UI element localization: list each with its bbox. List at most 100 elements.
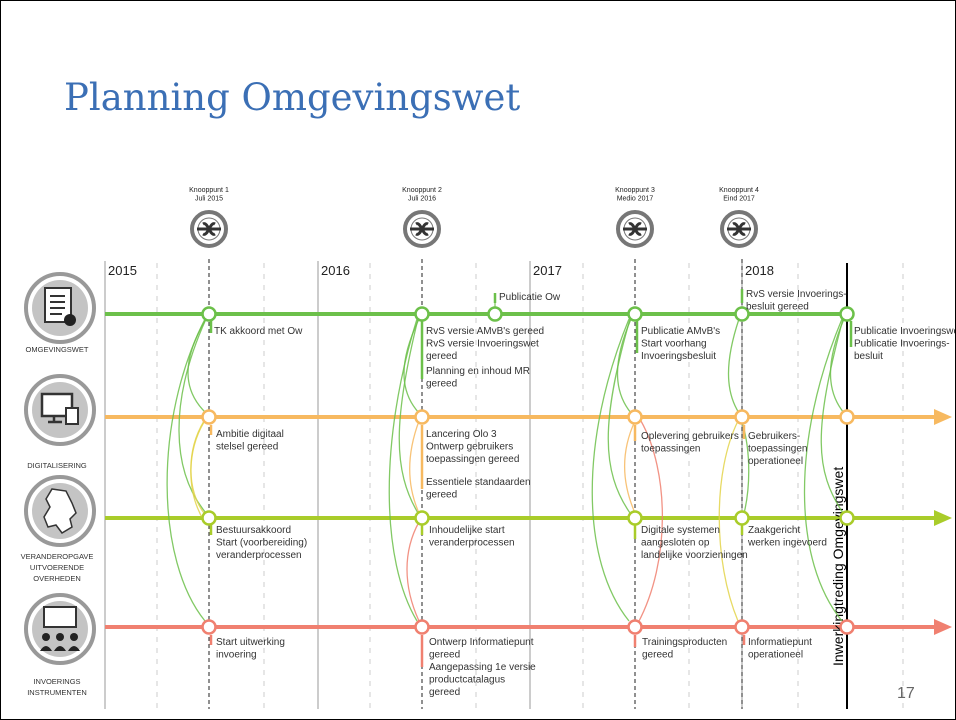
track-milestone-dot <box>627 306 643 322</box>
milestone-label-line: Eind 2017 <box>723 196 755 203</box>
annotation-lancering-line: Ontwerp gebruikers <box>426 442 513 453</box>
year-label: 2018 <box>745 263 774 278</box>
connector-arrow <box>398 318 419 514</box>
annotation-zaakgericht: Zaakgericht werken ingevoerd <box>747 525 827 549</box>
track-milestone-dot <box>839 409 855 425</box>
connector-arrow <box>616 318 632 414</box>
annotation-rvs-invoeringsbesluit-line: besluit gereed <box>746 302 809 313</box>
annotation-essentiele-line: Essentiele standaarden <box>426 477 531 488</box>
annotation-gebruikers-line: toepassingen <box>748 444 808 455</box>
track-milestone-dot <box>487 306 503 322</box>
annotation-trainingsproducten-line: gereed <box>642 650 673 661</box>
annotation-planning-mr-line: gereed <box>426 379 457 390</box>
annotation-oplevering-line: toepassingen <box>641 444 701 455</box>
annotation-ontwerp-informatiepunt-line: gereed <box>429 650 460 661</box>
track-label-veranderopgave-line: UITVOERENDE <box>30 563 84 572</box>
annotation-rvs-amvb-line: RvS versie AMvB's gereed <box>426 326 544 337</box>
annotation-oplevering-line: Oplevering gebruikers <box>641 431 739 442</box>
annotation-publicatie-invoeringswet-line: besluit <box>854 351 883 362</box>
devices-icon <box>24 374 96 446</box>
annotation-rvs-invoeringsbesluit: RvS versie Invoerings-besluit gereed <box>746 289 847 313</box>
annotation-bestuursakkoord-line: Bestuursakkoord <box>216 525 291 536</box>
document-stamp-icon <box>24 272 96 344</box>
track-milestone-dot <box>839 510 855 526</box>
track-milestone-dot <box>839 619 855 635</box>
annotation-publicatie-invoeringswet-line: Publicatie Invoeringswet <box>854 326 955 337</box>
milestone-label-line: Knooppunt 3 <box>615 187 655 194</box>
track-milestone-dot <box>734 409 750 425</box>
track-milestone-dot <box>414 619 430 635</box>
track-milestone-dot <box>734 619 750 635</box>
connector-arrow <box>727 318 740 414</box>
track-milestone-dot <box>201 619 217 635</box>
connector-arrow <box>166 318 206 622</box>
year-label: 2015 <box>108 263 137 278</box>
annotation-zaakgericht-line: Zaakgericht <box>748 525 800 536</box>
track-milestone-dot <box>734 510 750 526</box>
year-label: 2016 <box>321 263 350 278</box>
netherlands-map-icon <box>24 475 96 547</box>
annotation-bestuursakkoord-line: veranderprocessen <box>216 550 302 561</box>
knot-icon-knot <box>197 222 221 236</box>
annotation-publicatie-ow: Publicatie Ow <box>499 292 561 303</box>
page-number: 17 <box>897 685 915 702</box>
annotation-oplevering: Oplevering gebruikers toepassingen <box>641 431 739 455</box>
connector-arrow <box>403 318 420 414</box>
knot-icon <box>616 210 654 248</box>
annotation-aanpassing-line: gereed <box>429 687 460 698</box>
connector-arrow <box>820 318 844 514</box>
track-milestone-dot <box>414 306 430 322</box>
track-arrow-icon <box>934 409 952 425</box>
knot-icon <box>720 210 758 248</box>
connector-arrow <box>607 318 631 514</box>
annotation-publicatie-amvb-line: Invoeringsbesluit <box>641 351 716 362</box>
connector-arrow <box>623 420 636 514</box>
track-milestone-dot <box>839 306 855 322</box>
connector-arrow <box>190 421 205 522</box>
knot-icon-knot <box>623 222 647 236</box>
track-milestone-dot <box>627 409 643 425</box>
slide-title: Planning Omgevingswet <box>64 76 521 119</box>
track-milestone-dot <box>414 409 430 425</box>
annotation-planning-mr: Planning en inhoud MR gereed <box>426 366 530 390</box>
annotation-publicatie-amvb-line: Publicatie AMvB's <box>641 326 720 337</box>
track-label-invoeringsinstrumenten-line: INSTRUMENTEN <box>27 688 87 697</box>
milestone-label-line: Knooppunt 1 <box>189 187 229 194</box>
annotation-essentiele: Essentiele standaarden gereed <box>426 477 531 501</box>
milestone-label-line: Juli 2015 <box>195 196 223 203</box>
annotation-rvs-invoeringsbesluit-line: RvS versie Invoerings- <box>746 289 847 300</box>
milestone-label: Knooppunt 1 Juli 2015 <box>189 187 229 203</box>
connector-arrow <box>408 420 420 514</box>
milestone-label-line: Knooppunt 2 <box>402 187 442 194</box>
annotation-lancering-line: Lancering Olo 3 <box>426 429 497 440</box>
annotation-essentiele-line: gereed <box>426 490 457 501</box>
connector-arrow <box>406 521 420 622</box>
presentation-people-icon <box>24 593 96 665</box>
track-milestone-dot <box>201 510 217 526</box>
track-arrow-icon <box>934 510 952 526</box>
track-milestone-dot <box>414 510 430 526</box>
annotation-zaakgericht-line: werken ingevoerd <box>747 538 827 549</box>
annotation-planning-mr-line: Planning en inhoud MR <box>426 366 530 377</box>
annotation-informatiepunt-line: Informatiepunt <box>748 637 812 648</box>
annotation-bestuursakkoord-line: Start (voorbereiding) <box>216 538 307 549</box>
track-milestone-dot <box>627 619 643 635</box>
connector-arrow <box>829 318 845 414</box>
annotation-publicatie-invoeringswet-line: Publicatie Invoerings- <box>854 339 950 350</box>
track-milestone-dot <box>734 306 750 322</box>
connector-arrow <box>803 318 843 622</box>
annotation-rvs-amvb-line: gereed <box>426 351 457 362</box>
annotation-lancering-line: toepassingen gereed <box>426 454 519 465</box>
